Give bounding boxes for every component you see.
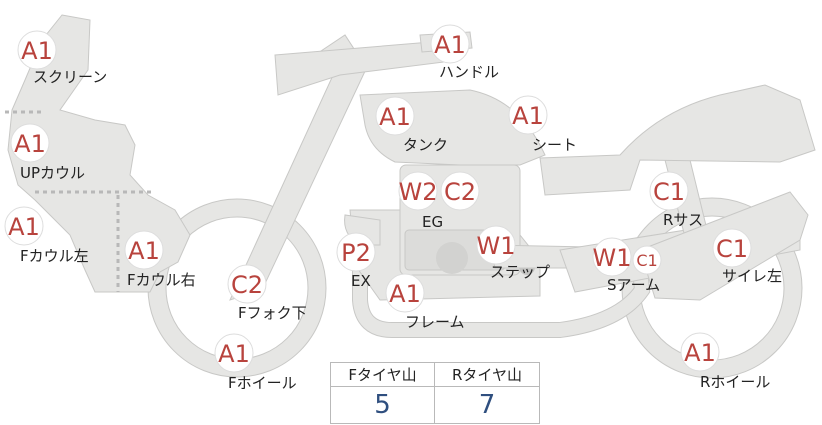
part-label: EX bbox=[351, 272, 371, 290]
grade-badge bbox=[476, 225, 516, 265]
grade-badge bbox=[336, 232, 376, 272]
grade-badge bbox=[649, 171, 689, 211]
part-label: Sアーム bbox=[607, 276, 660, 294]
part-ex: P2 EX bbox=[336, 232, 376, 290]
part-label: Fカウル左 bbox=[20, 247, 89, 265]
part-f-wheel: A1 Fホイール bbox=[214, 333, 297, 392]
part-label: ステップ bbox=[490, 263, 550, 281]
tail-shape bbox=[539, 84, 816, 196]
part-label: シート bbox=[532, 136, 577, 154]
part-label: フレーム bbox=[405, 313, 465, 331]
rear-tire-value: 7 bbox=[478, 390, 496, 420]
grade-text: A1 bbox=[14, 130, 46, 158]
grade-text: W1 bbox=[593, 244, 632, 272]
grade-badge bbox=[214, 333, 254, 373]
grade-text: A1 bbox=[379, 103, 411, 131]
part-label: EG bbox=[422, 213, 443, 231]
grade-text: A1 bbox=[21, 37, 53, 65]
grade-badge bbox=[10, 123, 50, 163]
grade-text: W2 bbox=[399, 178, 438, 206]
grade-badge bbox=[124, 230, 164, 270]
grade-text: W1 bbox=[477, 232, 516, 260]
grade-text: C1 bbox=[716, 235, 748, 263]
grade-badge bbox=[375, 96, 415, 136]
part-label: Rサス bbox=[663, 211, 703, 229]
part-label: サイレ左 bbox=[722, 267, 782, 285]
part-label: スクリーン bbox=[33, 68, 107, 86]
part-label: ハンドル bbox=[439, 63, 499, 81]
grade-badge bbox=[398, 171, 438, 211]
grade-text: A1 bbox=[128, 237, 160, 265]
grade-badge bbox=[17, 30, 57, 70]
part-seat: A1 シート bbox=[508, 95, 577, 154]
grade-text: A1 bbox=[684, 339, 716, 367]
grade-text: P2 bbox=[341, 239, 371, 267]
part-s-arm: W1 C1 Sアーム bbox=[592, 237, 662, 294]
part-r-wheel: A1 Rホイール bbox=[680, 332, 770, 391]
part-step: W1 ステップ bbox=[476, 225, 550, 281]
part-label: Fカウル右 bbox=[127, 271, 196, 289]
grade-badge bbox=[712, 228, 752, 268]
grade-text: A1 bbox=[512, 102, 544, 130]
grade-text: A1 bbox=[434, 31, 466, 59]
front-tire-value: 5 bbox=[331, 387, 435, 423]
grade-text: C2 bbox=[231, 271, 263, 299]
part-f-fork-lower: C2 Fフォク下 bbox=[227, 264, 307, 322]
part-frame: A1 フレーム bbox=[385, 273, 465, 331]
part-engine: W2 C2 EG bbox=[398, 171, 480, 231]
part-muffler-left: C1 サイレ左 bbox=[712, 228, 782, 285]
grade-badge bbox=[592, 237, 632, 277]
grade-badge bbox=[680, 332, 720, 372]
grade-text: A1 bbox=[389, 280, 421, 308]
grade-badge bbox=[508, 95, 548, 135]
part-r-sus: C1 Rサス bbox=[649, 171, 703, 229]
grade-badge bbox=[430, 24, 470, 64]
part-tank: A1 タンク bbox=[375, 96, 448, 154]
grade-text: C1 bbox=[653, 178, 685, 206]
grade-badge bbox=[385, 273, 425, 313]
part-screen: A1 スクリーン bbox=[17, 30, 107, 86]
front-tire-header: Fタイヤ山 bbox=[331, 363, 435, 387]
part-label: タンク bbox=[403, 136, 448, 154]
grade-text: A1 bbox=[8, 213, 40, 241]
fairing-shape bbox=[5, 14, 191, 293]
part-label: Rホイール bbox=[700, 373, 770, 391]
part-up-cowl: A1 UPカウル bbox=[10, 123, 85, 182]
part-handle: A1 ハンドル bbox=[430, 24, 499, 81]
part-label: Fフォク下 bbox=[238, 304, 307, 322]
tire-tread-table: Fタイヤ山 Rタイヤ山 5 7 bbox=[330, 362, 540, 424]
part-f-cowl-left: A1 Fカウル左 bbox=[4, 206, 89, 265]
part-label: Fホイール bbox=[228, 374, 297, 392]
grade-text: C1 bbox=[636, 251, 657, 270]
grade-badge bbox=[4, 206, 44, 246]
grade-text: A1 bbox=[218, 340, 250, 368]
part-f-cowl-right: A1 Fカウル右 bbox=[124, 230, 196, 289]
grade-badge bbox=[632, 245, 662, 275]
part-label: UPカウル bbox=[20, 164, 85, 182]
grade-badge bbox=[440, 171, 480, 211]
rear-tire-header: Rタイヤ山 bbox=[435, 363, 539, 387]
grade-badge bbox=[227, 264, 267, 304]
grade-text: C2 bbox=[444, 178, 476, 206]
